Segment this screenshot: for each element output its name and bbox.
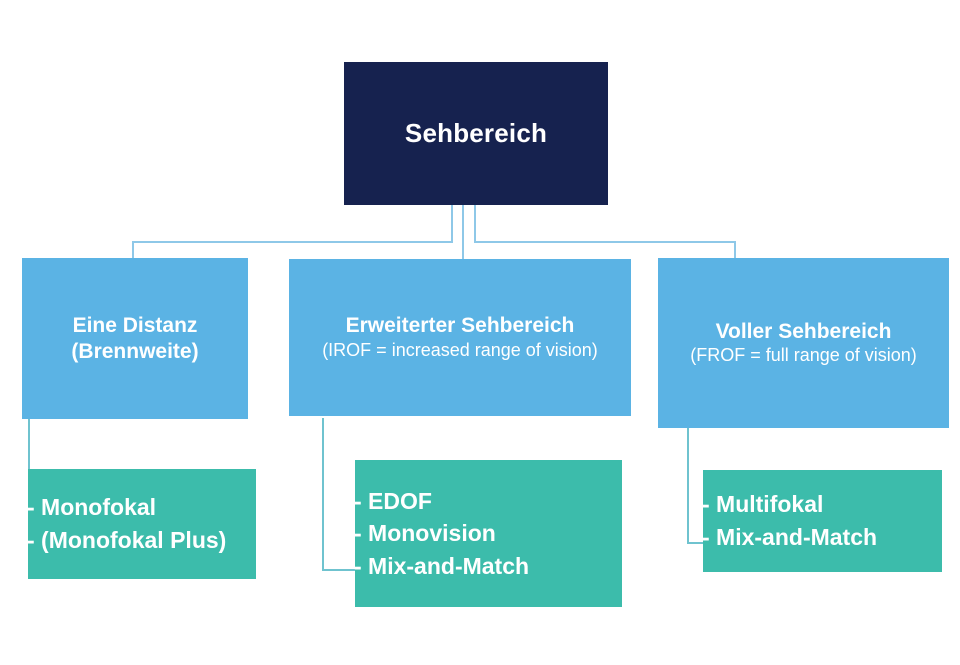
list-item: - Mix-and-Match xyxy=(354,552,530,579)
connector-branch-2-to-leaf-2 xyxy=(322,418,357,571)
root-node-title: Sehbereich xyxy=(404,117,548,148)
list-item: - EDOF xyxy=(354,487,432,514)
branch-node-subtitle: (FROF = full range of vision) xyxy=(690,345,917,366)
branch-node-erweiterter-sehbereich[interactable]: Erweiterter Sehbereich (IROF = increased… xyxy=(289,259,631,416)
leaf-option-list: - EDOF - Monovision - Mix-and-Match xyxy=(354,485,622,583)
list-item: - Mix-and-Match xyxy=(702,524,878,550)
root-node-sehbereich[interactable]: Sehbereich xyxy=(344,62,608,205)
list-item: - Monofokal xyxy=(27,494,157,521)
leaf-node-erweiterter-sehbereich-options[interactable]: - EDOF - Monovision - Mix-and-Match xyxy=(354,460,622,607)
list-item: - (Monofokal Plus) xyxy=(27,527,227,553)
leaf-node-voller-sehbereich-options[interactable]: - Multifokal - Mix-and-Match xyxy=(702,470,942,572)
leaf-option-list: - Multifokal - Mix-and-Match xyxy=(702,488,942,553)
list-item: - Multifokal xyxy=(702,491,824,518)
connector-root-to-branch-3 xyxy=(474,203,736,258)
leaf-option-list: - Monofokal - (Monofokal Plus) xyxy=(27,491,256,556)
branch-node-eine-distanz[interactable]: Eine Distanz (Brennweite) xyxy=(22,258,248,419)
leaf-node-eine-distanz-options[interactable]: - Monofokal - (Monofokal Plus) xyxy=(27,469,256,579)
branch-node-subtitle: (Brennweite) xyxy=(71,339,199,363)
list-item: - Monovision xyxy=(354,520,496,547)
branch-node-title: Voller Sehbereich xyxy=(715,319,892,343)
branch-node-title: Eine Distanz xyxy=(72,313,198,337)
connector-root-to-branch-1 xyxy=(132,203,453,258)
branch-node-voller-sehbereich[interactable]: Voller Sehbereich (FROF = full range of … xyxy=(658,258,949,428)
branch-node-title: Erweiterter Sehbereich xyxy=(345,314,575,338)
branch-node-subtitle: (IROF = increased range of vision) xyxy=(322,339,598,360)
